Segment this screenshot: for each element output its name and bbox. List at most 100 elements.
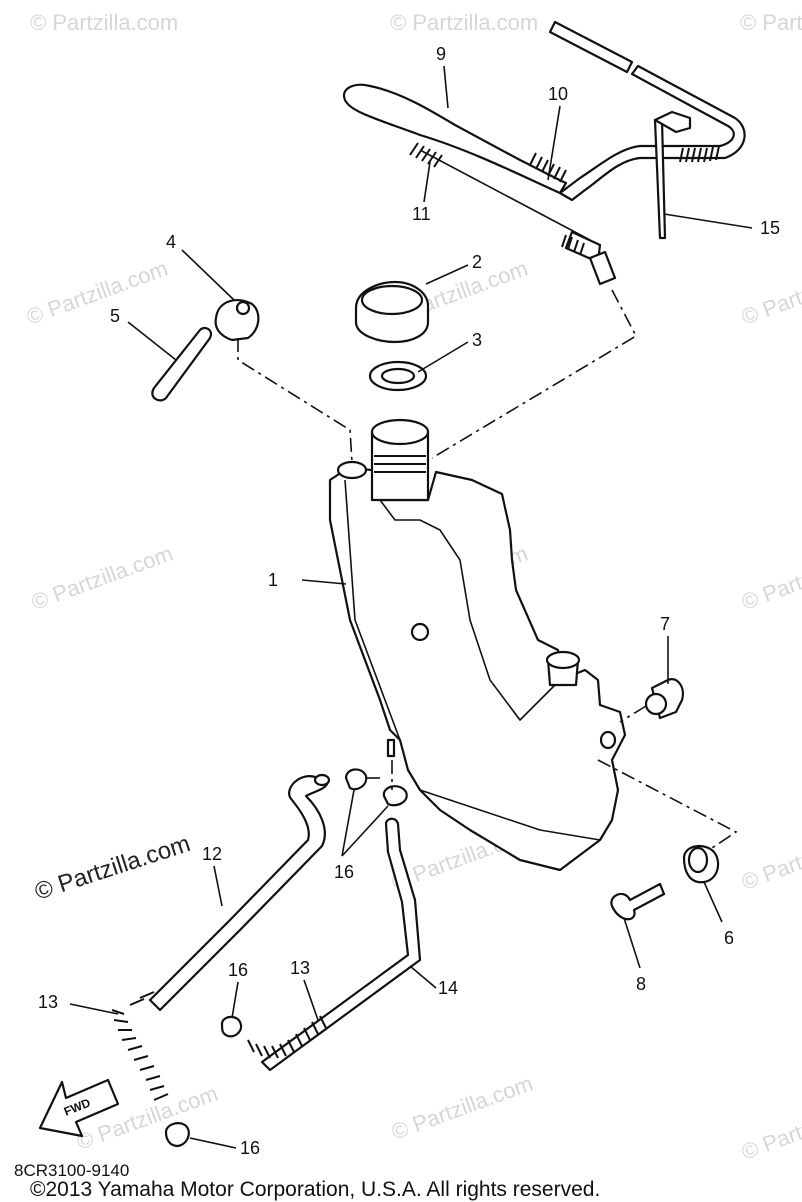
- fwd-arrow-icon: [38, 1078, 120, 1138]
- hose-10-spring: [529, 152, 567, 183]
- bolt-7-group: [644, 678, 684, 720]
- clip-16-mid: [220, 1015, 243, 1038]
- callout-11: 11: [412, 204, 431, 224]
- tank-outlet-top: [545, 650, 581, 670]
- watermark: © Partzilla.com: [28, 541, 176, 615]
- callout-16-upper: 16: [334, 862, 354, 882]
- hose-12: [148, 775, 330, 1012]
- leader-1: [301, 579, 347, 585]
- watermark-dark: © Partzilla.com: [32, 830, 194, 906]
- leader-3: [417, 341, 469, 373]
- filler-thread: [374, 455, 426, 473]
- tank-drain: [386, 738, 396, 758]
- callout-5: 5: [110, 306, 120, 326]
- callouts: 1 2 3 4 5 6 7 8 9 10 11 12 13 13 14 15 1…: [38, 44, 780, 1158]
- hose-9-loop: [342, 83, 568, 195]
- assembly-lines: [237, 289, 738, 849]
- callout-16-bottom: 16: [240, 1138, 260, 1158]
- leader-9: [443, 65, 449, 109]
- tank-edge-bottom: [419, 789, 601, 841]
- callout-13-left: 13: [38, 992, 58, 1012]
- callout-1: 1: [268, 570, 278, 590]
- hose-13-spring-left: [111, 991, 169, 1101]
- hose-11-spring: [409, 142, 443, 168]
- callout-3: 3: [472, 330, 482, 350]
- hose-spring-right: [679, 145, 720, 163]
- hose-end-fitting: [588, 250, 617, 286]
- clip-16-upper-b: [382, 785, 408, 807]
- callout-15: 15: [760, 218, 780, 238]
- callout-6: 6: [724, 928, 734, 948]
- mount-hardware: [610, 844, 720, 921]
- leader-10: [547, 105, 561, 181]
- watermark: © Partzilla.com: [738, 256, 802, 330]
- callout-4: 4: [166, 232, 176, 252]
- leader-4: [181, 249, 235, 301]
- callout-14: 14: [438, 978, 458, 998]
- watermark: © Partzilla.com: [740, 10, 802, 35]
- tank-filler-top: [370, 418, 430, 446]
- clip-16-upper-a: [344, 768, 368, 791]
- watermark: © Partzilla.com: [388, 1071, 536, 1145]
- leader-16a: [341, 789, 389, 857]
- copyright: ©2013 Yamaha Motor Corporation, U.S.A. A…: [30, 1178, 601, 1201]
- dashline-grommet: [597, 759, 738, 849]
- hose-11-thin: [419, 149, 591, 241]
- tank-cap-group: [354, 280, 430, 392]
- hose-end-top: [548, 20, 634, 74]
- leader-5: [127, 321, 177, 361]
- clamp-15-pin: [653, 118, 667, 240]
- hose-9: [558, 64, 746, 202]
- hose-11-lower-spring: [561, 234, 585, 256]
- lower-hoses: [111, 768, 422, 1148]
- clip-16-bottom: [164, 1122, 190, 1148]
- breather-knob: [235, 300, 251, 316]
- callout-2: 2: [472, 252, 482, 272]
- fwd-arrow: FWD: [38, 1078, 120, 1138]
- overflow-hose-assembly: [342, 20, 746, 286]
- callout-8: 8: [636, 974, 646, 994]
- callout-12: 12: [202, 844, 222, 864]
- leader-8: [623, 917, 641, 969]
- bolt-8: [610, 882, 666, 921]
- watermark: © Partzilla.com: [30, 10, 178, 35]
- leader-15: [663, 213, 753, 229]
- tank-edge-mid: [379, 499, 561, 722]
- tank-mount-hole: [599, 730, 617, 750]
- tank-mark: [410, 622, 430, 642]
- grommet-6-face: [687, 846, 709, 874]
- leader-14: [409, 965, 437, 989]
- tank-breather-port: [336, 460, 368, 480]
- leader-11: [423, 161, 431, 203]
- dashline-bolt7: [619, 705, 647, 723]
- callout-9: 9: [436, 44, 446, 64]
- hose-13-spring-right: [247, 1015, 327, 1059]
- dashline-overflow: [431, 289, 638, 459]
- watermark: © Partzilla.com: [738, 1091, 802, 1165]
- tank-cap-top: [360, 284, 424, 316]
- leader-12: [213, 865, 223, 907]
- dashline-breather: [237, 338, 353, 463]
- collar-7-face: [644, 692, 668, 716]
- breather-pipe: [151, 326, 213, 402]
- hose-12-end: [313, 773, 331, 787]
- coolant-tank: [328, 418, 627, 872]
- hose-14: [260, 817, 422, 1072]
- leader-lines: [69, 65, 753, 1149]
- diagram-code: 8CR3100-9140: [14, 1161, 130, 1180]
- callout-10: 10: [548, 84, 568, 104]
- watermark: © Partzilla.com: [390, 10, 538, 35]
- callout-7: 7: [660, 614, 670, 634]
- tank-edge-left: [344, 479, 401, 741]
- watermark: © Partzilla.com: [23, 256, 171, 330]
- breather-group: [151, 299, 260, 402]
- leader-13b: [303, 979, 319, 1021]
- leader-16c: [189, 1137, 237, 1149]
- leader-16b: [231, 981, 239, 1019]
- leader-2: [425, 264, 469, 285]
- leader-6: [703, 881, 723, 923]
- clamp-15-head: [653, 110, 692, 134]
- watermark: © Partzilla.com: [738, 821, 802, 895]
- callout-16-mid: 16: [228, 960, 248, 980]
